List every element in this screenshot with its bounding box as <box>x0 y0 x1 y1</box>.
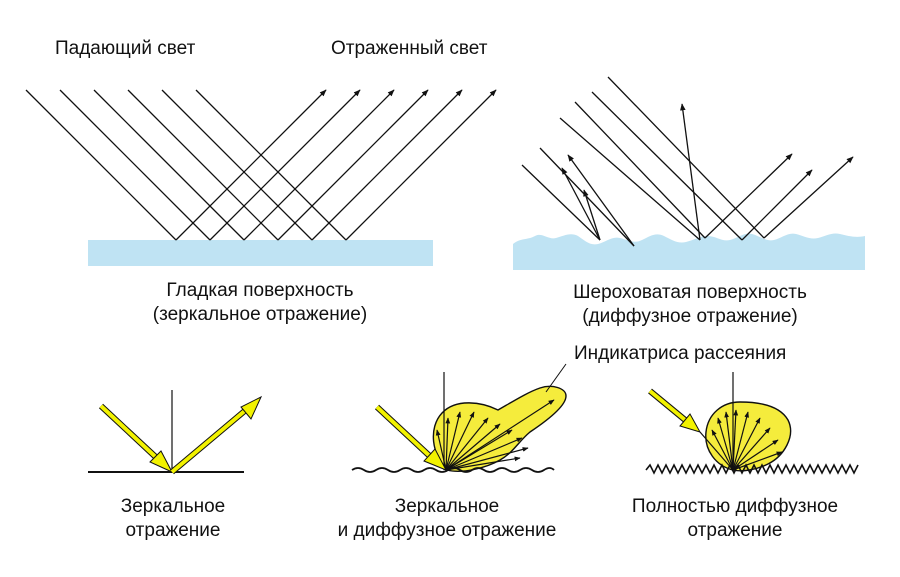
scatter-arrow <box>435 429 447 471</box>
incident-ray <box>574 101 706 239</box>
scattered-ray <box>763 156 854 239</box>
scatter-arrow <box>717 417 734 471</box>
scatter-arrow <box>732 427 771 471</box>
incident-ray <box>127 89 279 241</box>
incident-yellow-arrow <box>648 388 702 433</box>
smooth-surface-panel <box>25 89 497 266</box>
reflected-ray <box>209 89 361 241</box>
scatter-arrow <box>732 439 779 471</box>
scatter-arrow <box>445 411 475 471</box>
scatter-arrow <box>445 437 523 471</box>
scattering-indicatrix-label: Индикатриса рассеяния <box>574 343 787 364</box>
rough-surface-title: Шероховатая поверхность <box>573 282 807 303</box>
scatter-arrow <box>445 417 489 471</box>
rough-surface-note: (диффузное отражение) <box>582 306 798 327</box>
scatter-arrow <box>732 411 749 471</box>
scatter-arrow <box>732 409 739 471</box>
specular-caption: Зеркальное отражение <box>88 495 258 543</box>
specular-line1: Зеркальное <box>120 496 226 517</box>
incident-ray <box>161 89 313 241</box>
scatter-arrow <box>445 399 555 471</box>
incident-rays <box>25 89 497 241</box>
indicatrix-leader <box>545 363 567 393</box>
smooth-surface-caption: Гладкая поверхность (зеркальное отражени… <box>140 279 380 327</box>
smooth-surface-note: (зеркальное отражение) <box>152 304 368 325</box>
mixed-line1: Зеркальное <box>394 496 500 517</box>
diffuse-panel <box>645 372 859 475</box>
specular-panel <box>88 390 263 475</box>
scatter-arrow <box>711 429 734 471</box>
scatter-arrow <box>724 411 734 471</box>
scattered-ray <box>741 169 813 241</box>
scatter-arrow <box>732 451 783 471</box>
scattered-ray <box>561 167 601 241</box>
rough-surface <box>513 233 865 270</box>
diffuse-caption: Полностью диффузное отражение <box>620 495 850 543</box>
incident-ray <box>521 164 601 241</box>
incident-ray <box>591 91 743 241</box>
diffuse-line2: отражение <box>687 520 783 541</box>
mixed-line2: и диффузное отражение <box>337 520 557 541</box>
smooth-surface <box>88 240 433 266</box>
scattered-ray <box>567 154 635 247</box>
rough-line <box>645 463 859 475</box>
scatter-arrows <box>711 409 783 471</box>
diffuse-line1: Полностью диффузное <box>631 496 839 517</box>
mixed-caption: Зеркальное и диффузное отражение <box>322 495 572 543</box>
reflected-ray <box>345 89 497 241</box>
reflected-ray <box>243 89 395 241</box>
incident-yellow-arrow <box>98 403 174 474</box>
incident-ray <box>607 76 765 239</box>
rough-surface-caption: Шероховатая поверхность (диффузное отраж… <box>560 281 820 329</box>
reflected-ray <box>175 89 327 241</box>
scatter-arrow <box>445 456 521 471</box>
incident-ray <box>195 89 347 241</box>
scattered-ray <box>583 189 601 241</box>
scatter-arrow <box>732 417 761 471</box>
incident-ray <box>539 147 635 247</box>
incident-yellow-arrow <box>374 404 448 471</box>
scatter-arrow <box>445 447 529 471</box>
incident-light-label: Падающий свет <box>55 38 196 59</box>
indicatrix-shape <box>432 385 567 472</box>
scattered-rays <box>521 76 854 247</box>
incident-ray <box>93 89 245 241</box>
reflected-ray <box>311 89 463 241</box>
reflected-ray <box>277 89 429 241</box>
scattered-ray <box>680 103 701 241</box>
scatter-arrow <box>445 411 462 471</box>
scatter-arrow <box>445 423 501 471</box>
smooth-surface-title: Гладкая поверхность <box>166 280 354 301</box>
incident-ray <box>559 117 701 241</box>
scattered-ray <box>704 153 793 239</box>
mixed-panel <box>351 363 567 473</box>
scatter-arrows <box>435 399 555 471</box>
rough-surface-panel <box>513 76 865 270</box>
scatter-arrow <box>445 417 451 471</box>
specular-line2: отражение <box>125 520 221 541</box>
incident-ray <box>59 89 211 241</box>
incident-ray <box>25 89 177 241</box>
reflected-yellow-arrow <box>170 395 263 475</box>
reflected-light-label: Отраженный свет <box>331 38 488 59</box>
